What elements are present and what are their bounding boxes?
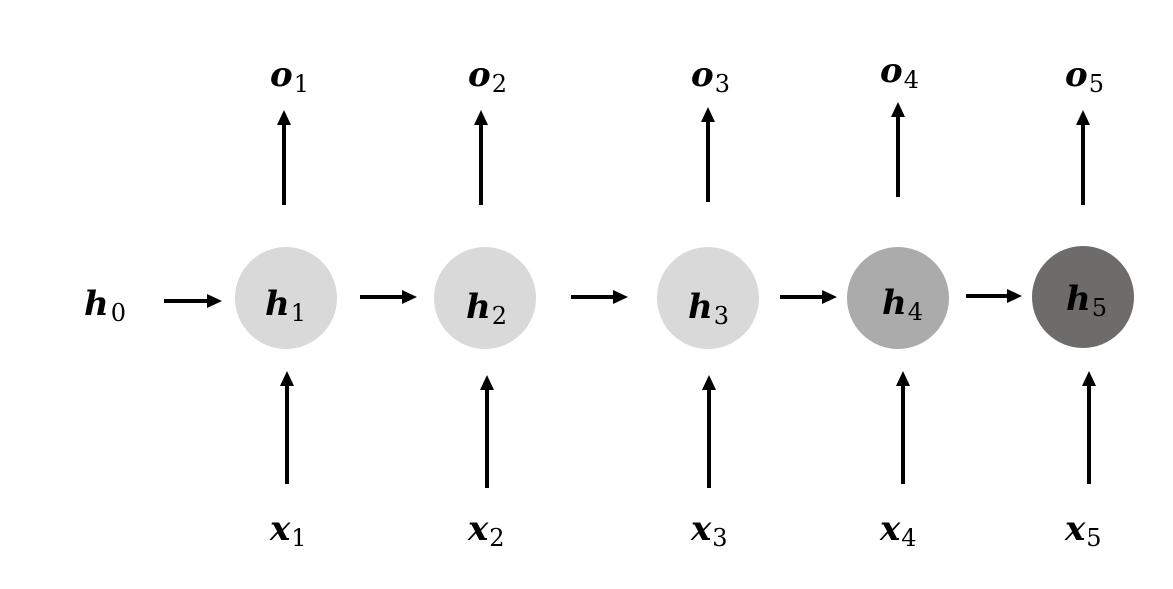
output-arrow-1 bbox=[277, 110, 291, 205]
input-arrow-4 bbox=[896, 371, 910, 484]
output-symbol: o bbox=[1065, 55, 1088, 95]
hidden-symbol: h bbox=[466, 287, 491, 327]
initial-state-index: 0 bbox=[111, 299, 126, 327]
hidden-label-4: h4 bbox=[882, 283, 923, 326]
output-index: 2 bbox=[492, 70, 507, 98]
input-label-2: x2 bbox=[467, 509, 505, 552]
input-label-5: x5 bbox=[1064, 509, 1102, 552]
hidden-node-4 bbox=[847, 247, 949, 349]
recurrent-arrow-0 bbox=[164, 294, 222, 308]
output-index: 1 bbox=[294, 70, 309, 98]
output-symbol: o bbox=[691, 55, 714, 95]
output-symbol: o bbox=[270, 55, 293, 95]
input-label-3: x3 bbox=[690, 509, 728, 552]
input-symbol: x bbox=[269, 509, 291, 549]
input-symbol: x bbox=[1064, 509, 1086, 549]
hidden-label-3: h3 bbox=[688, 287, 729, 330]
input-index: 4 bbox=[901, 524, 916, 552]
hidden-index: 3 bbox=[714, 302, 729, 330]
output-label-1: o1 bbox=[270, 55, 309, 98]
output-label-2: o2 bbox=[468, 55, 507, 98]
hidden-node-5 bbox=[1032, 246, 1134, 348]
output-label-4: o4 bbox=[880, 51, 919, 94]
hidden-symbol: h bbox=[265, 284, 290, 324]
recurrent-arrow-1 bbox=[360, 290, 417, 304]
initial-state-symbol: h bbox=[84, 284, 109, 324]
hidden-index: 1 bbox=[291, 299, 306, 327]
output-arrow-3 bbox=[701, 107, 715, 202]
input-label-4: x4 bbox=[879, 509, 917, 552]
output-label-5: o5 bbox=[1065, 55, 1104, 98]
input-index: 5 bbox=[1086, 524, 1101, 552]
input-symbol: x bbox=[690, 509, 712, 549]
rnn-cell-1: h1 o1 x1 bbox=[235, 55, 337, 552]
output-arrow-4 bbox=[891, 102, 905, 197]
hidden-index: 4 bbox=[908, 298, 923, 326]
initial-state-label: h0 bbox=[84, 284, 126, 327]
input-index: 1 bbox=[291, 524, 306, 552]
output-arrow-2 bbox=[474, 110, 488, 205]
hidden-label-2: h2 bbox=[466, 287, 507, 330]
hidden-symbol: h bbox=[1066, 279, 1091, 319]
input-symbol: x bbox=[467, 509, 489, 549]
input-label-1: x1 bbox=[269, 509, 307, 552]
rnn-cell-2: h2 o2 x2 bbox=[434, 55, 536, 552]
output-symbol: o bbox=[468, 55, 491, 95]
hidden-index: 2 bbox=[492, 302, 507, 330]
hidden-node-2 bbox=[434, 247, 536, 349]
input-arrow-1 bbox=[280, 371, 294, 484]
hidden-label-5: h5 bbox=[1066, 279, 1107, 322]
hidden-index: 5 bbox=[1092, 294, 1107, 322]
output-index: 3 bbox=[715, 70, 730, 98]
hidden-label-1: h1 bbox=[265, 284, 306, 327]
recurrent-arrow-2 bbox=[571, 290, 628, 304]
input-arrow-5 bbox=[1082, 371, 1096, 484]
hidden-node-1 bbox=[235, 247, 337, 349]
rnn-cell-5: h5 o5 x5 bbox=[1032, 55, 1134, 552]
hidden-node-3 bbox=[657, 247, 759, 349]
input-index: 2 bbox=[489, 524, 504, 552]
input-symbol: x bbox=[879, 509, 901, 549]
hidden-symbol: h bbox=[688, 287, 713, 327]
rnn-cell-3: h3 o3 x3 bbox=[657, 55, 759, 552]
input-arrow-2 bbox=[480, 375, 494, 488]
hidden-symbol: h bbox=[882, 283, 907, 323]
output-arrow-5 bbox=[1076, 110, 1090, 205]
rnn-cell-4: h4 o4 x4 bbox=[847, 51, 949, 552]
output-label-3: o3 bbox=[691, 55, 730, 98]
input-index: 3 bbox=[712, 524, 727, 552]
recurrent-arrow-4 bbox=[966, 289, 1022, 303]
output-symbol: o bbox=[880, 51, 903, 91]
output-index: 5 bbox=[1089, 70, 1104, 98]
input-arrow-3 bbox=[702, 375, 716, 488]
recurrent-arrow-3 bbox=[780, 290, 837, 304]
output-index: 4 bbox=[904, 66, 919, 94]
